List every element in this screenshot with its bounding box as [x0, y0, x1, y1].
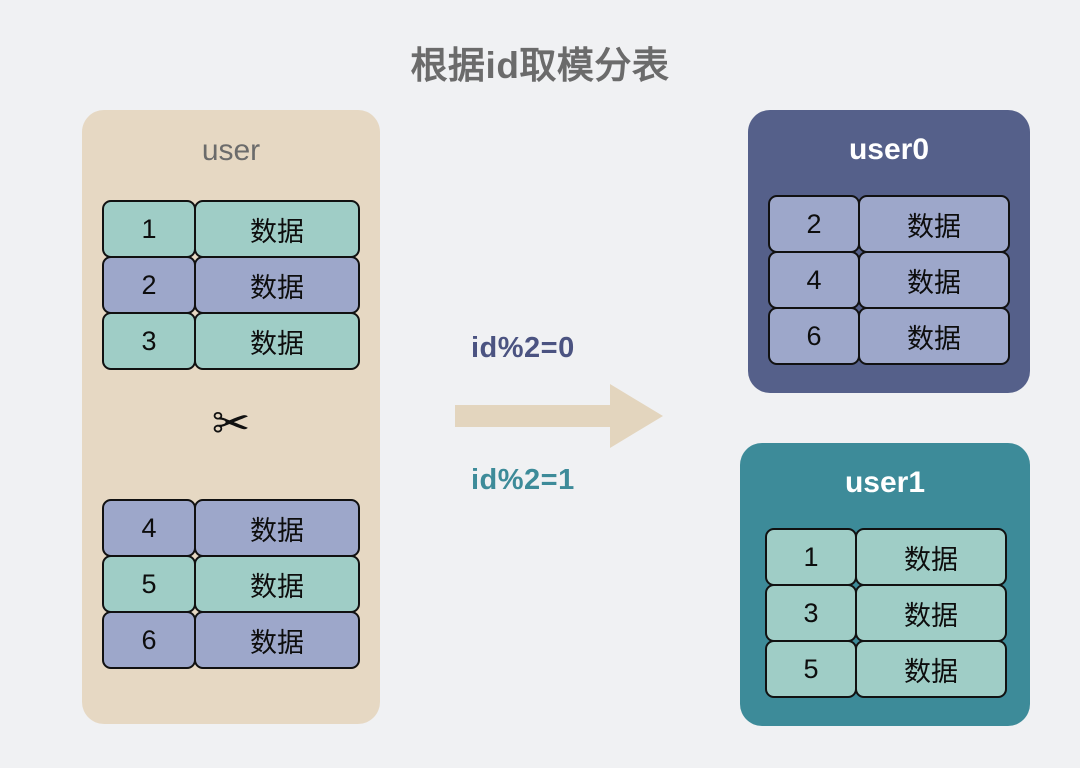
table-row[interactable]: 2 数据	[768, 195, 1010, 253]
table-row[interactable]: 2 数据	[102, 256, 360, 314]
shard-table-user0: 2 数据 4 数据 6 数据	[768, 195, 1010, 365]
row-id-cell: 3	[765, 584, 857, 642]
table-row[interactable]: 4 数据	[102, 499, 360, 557]
table-row[interactable]: 6 数据	[768, 307, 1010, 365]
source-table-panel: user 1 数据 2 数据 3 数据 ✂ 4 数据 5 数据	[82, 110, 380, 724]
row-id-cell: 3	[102, 312, 196, 370]
source-table-top-group: 1 数据 2 数据 3 数据	[102, 200, 360, 370]
shard-title-user1: user1	[844, 466, 926, 499]
table-row[interactable]: 3 数据	[765, 584, 1007, 642]
shard-panel-user1: user1 1 数据 3 数据 5 数据	[740, 443, 1030, 726]
row-data-cell: 数据	[858, 307, 1010, 365]
row-id-cell: 5	[765, 640, 857, 698]
page-title: 根据id取模分表	[410, 45, 670, 86]
row-id-cell: 4	[768, 251, 860, 309]
source-table-title: user	[201, 134, 261, 167]
shard-title-user0: user0	[848, 133, 930, 166]
table-row[interactable]: 5 数据	[102, 555, 360, 613]
row-id-cell: 5	[102, 555, 196, 613]
row-data-cell: 数据	[858, 195, 1010, 253]
row-data-cell: 数据	[194, 312, 360, 370]
scissors-icon: ✂	[211, 397, 251, 449]
row-id-cell: 1	[765, 528, 857, 586]
row-data-cell: 数据	[855, 584, 1007, 642]
row-data-cell: 数据	[194, 611, 360, 669]
right-arrow-icon	[455, 384, 663, 448]
row-data-cell: 数据	[858, 251, 1010, 309]
row-data-cell: 数据	[194, 499, 360, 557]
row-data-cell: 数据	[855, 528, 1007, 586]
table-row[interactable]: 4 数据	[768, 251, 1010, 309]
source-table-bottom-group: 4 数据 5 数据 6 数据	[102, 499, 360, 669]
shard-panel-user0: user0 2 数据 4 数据 6 数据	[748, 110, 1030, 393]
table-row[interactable]: 3 数据	[102, 312, 360, 370]
row-id-cell: 4	[102, 499, 196, 557]
row-id-cell: 2	[102, 256, 196, 314]
table-row[interactable]: 5 数据	[765, 640, 1007, 698]
row-data-cell: 数据	[855, 640, 1007, 698]
row-id-cell: 1	[102, 200, 196, 258]
arrow-label-mod1: id%2=1	[471, 464, 575, 496]
row-id-cell: 2	[768, 195, 860, 253]
row-data-cell: 数据	[194, 555, 360, 613]
table-row[interactable]: 1 数据	[765, 528, 1007, 586]
row-id-cell: 6	[102, 611, 196, 669]
table-row[interactable]: 6 数据	[102, 611, 360, 669]
shard-table-user1: 1 数据 3 数据 5 数据	[765, 528, 1007, 698]
row-data-cell: 数据	[194, 200, 360, 258]
row-id-cell: 6	[768, 307, 860, 365]
arrow-label-mod0: id%2=0	[471, 332, 575, 364]
row-data-cell: 数据	[194, 256, 360, 314]
table-row[interactable]: 1 数据	[102, 200, 360, 258]
